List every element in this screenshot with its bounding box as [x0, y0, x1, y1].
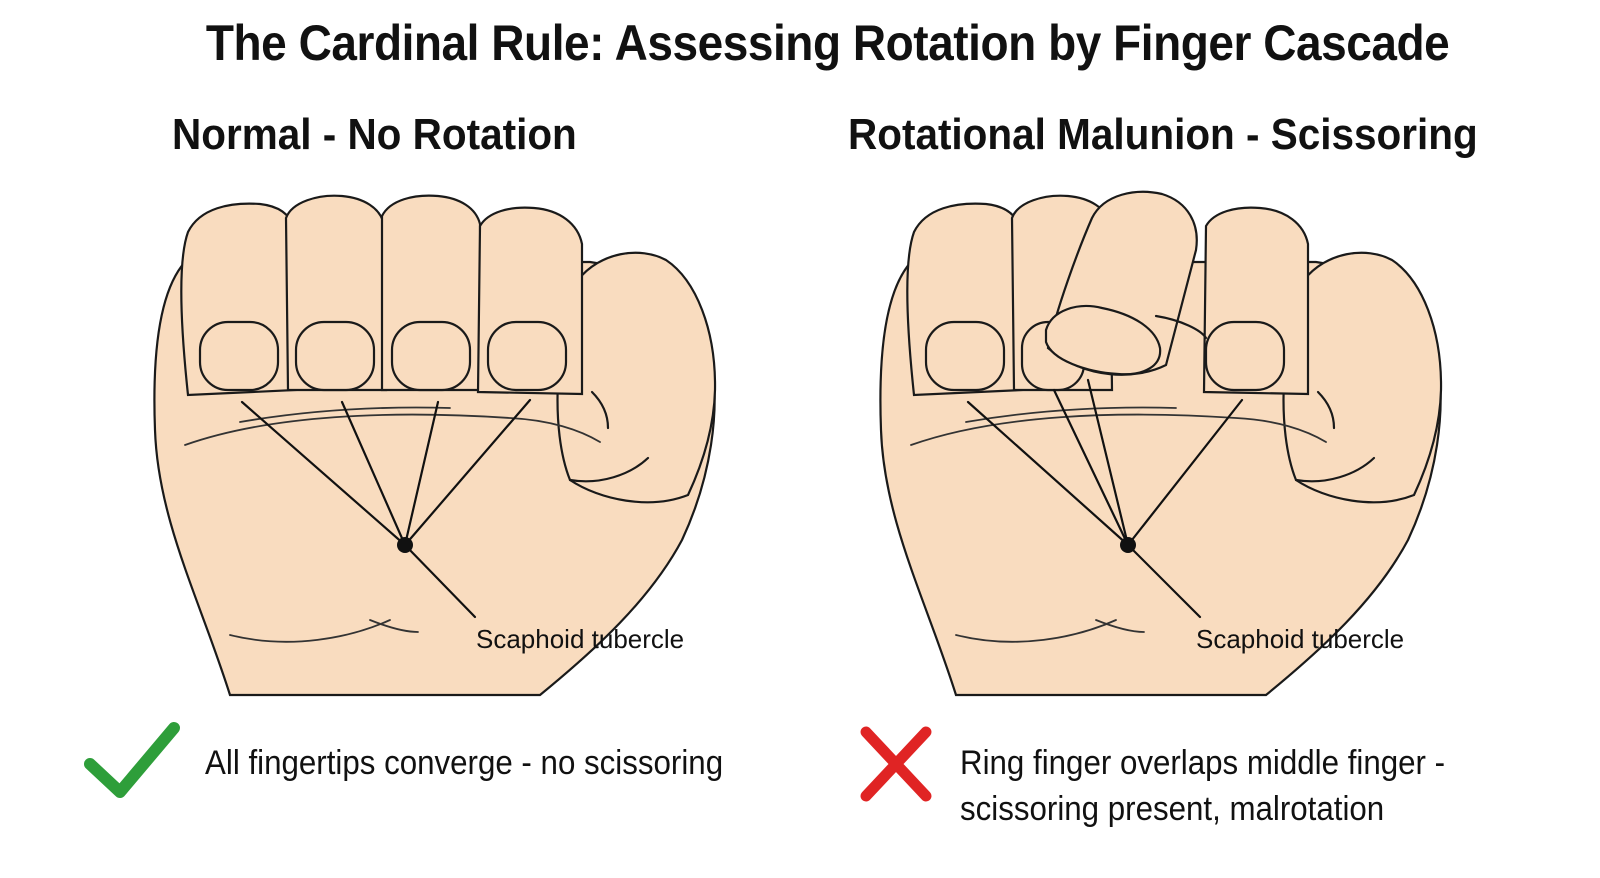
malunion-verdict-line-2: scissoring present, malrotation	[960, 790, 1385, 828]
ring-ray	[1086, 378, 1130, 547]
malunion-fist-illustration: Scaphoid tubercle	[879, 190, 1443, 697]
scaphoid-tubercle-label: Scaphoid tubercle	[476, 624, 684, 654]
ring-nail	[390, 320, 472, 392]
fist-drawing: Scaphoid tubercle	[879, 190, 1443, 697]
normal-verdict-text: All fingertips converge - no scissoring	[205, 744, 724, 782]
malunion-verdict-line-1: Ring finger overlaps middle finger -	[960, 744, 1446, 782]
index-nail	[924, 320, 1006, 392]
little-ray	[403, 398, 532, 547]
check-icon	[84, 722, 180, 798]
malunion-verdict-text: Ring finger overlaps middle finger - sci…	[960, 740, 1445, 832]
scaphoid-tubercle-label: Scaphoid tubercle	[1196, 624, 1404, 654]
normal-panel-heading: Normal - No Rotation	[172, 110, 577, 159]
cross-icon	[860, 726, 932, 802]
index-ray	[240, 400, 407, 547]
ring-ray	[403, 400, 440, 547]
label-leader	[403, 543, 477, 619]
malunion-panel-heading: Rotational Malunion - Scissoring	[848, 110, 1478, 159]
label-leader	[1126, 543, 1202, 619]
normal-fist-illustration: Scaphoid tubercle	[153, 194, 717, 697]
page-title: The Cardinal Rule: Assessing Rotation by…	[205, 15, 1450, 71]
little-ray	[1126, 398, 1244, 547]
fist-drawing: Scaphoid tubercle	[153, 194, 717, 697]
index-ray	[966, 400, 1130, 547]
middle-nail	[294, 320, 376, 392]
middle-ray	[340, 400, 407, 547]
middle-ray	[1052, 388, 1130, 547]
ring-nail	[1044, 304, 1162, 376]
little-nail	[486, 320, 568, 392]
index-nail	[198, 320, 280, 392]
little-nail	[1204, 320, 1286, 392]
